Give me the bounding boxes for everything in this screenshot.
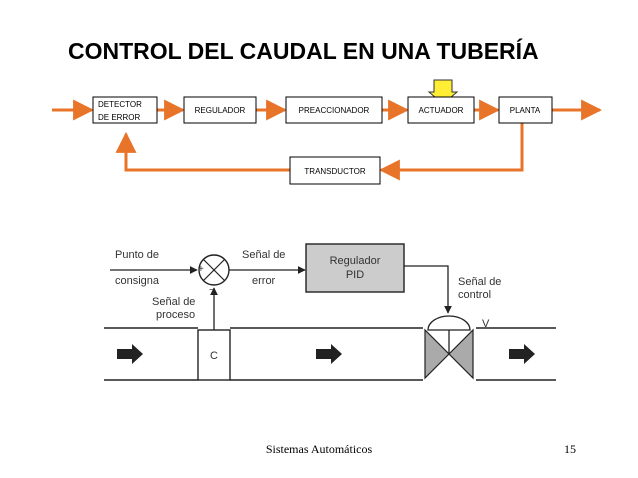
- valve-body-left: [424, 328, 450, 380]
- control-label-2: control: [458, 289, 491, 301]
- block-detector-label-1: DETECTOR: [98, 100, 142, 109]
- flow-arrows: [117, 344, 535, 364]
- valve-label: V: [482, 318, 490, 330]
- block-preaccionador: PREACCIONADOR: [285, 96, 383, 124]
- feedback-path: [115, 122, 524, 181]
- setpoint-label-1: Punto de: [115, 249, 159, 261]
- block-detector-label-2: DE ERROR: [98, 113, 140, 122]
- block-actuador-label: ACTUADOR: [419, 106, 464, 115]
- pid-regulator-block: Regulador PID: [305, 243, 405, 293]
- pid-diagram: C + − Regulador PID V: [104, 243, 556, 381]
- block-transductor: TRANSDUCTOR: [289, 156, 381, 185]
- sensor-c: C: [197, 329, 231, 381]
- sum-plus-sign: +: [198, 264, 204, 275]
- block-detector-de-error: DETECTOR DE ERROR: [92, 96, 158, 124]
- flow-arrow-1: [117, 344, 143, 364]
- footer-page-number: 15: [564, 442, 576, 456]
- valve-body-right: [448, 328, 474, 380]
- pid-label-line-1: Regulador: [330, 255, 381, 267]
- arrow-planta-transductor: [378, 122, 524, 181]
- block-planta-label: PLANTA: [510, 106, 541, 115]
- flow-arrow-2: [316, 344, 342, 364]
- error-label-2: error: [252, 275, 276, 287]
- valve-actuator-dome: [427, 315, 471, 331]
- block-diagram: DETECTOR DE ERROR REGULADOR PREACCIONADO…: [52, 79, 603, 185]
- process-label-2: proceso: [156, 309, 195, 321]
- block-regulador-label: REGULADOR: [195, 106, 246, 115]
- flow-arrow-3: [509, 344, 535, 364]
- block-actuador: ACTUADOR: [407, 96, 475, 124]
- pipe: [104, 327, 556, 381]
- block-transductor-label: TRANSDUCTOR: [304, 167, 365, 176]
- block-regulador: REGULADOR: [183, 96, 257, 124]
- arrow-control-signal: [404, 265, 452, 314]
- block-preaccionador-label: PREACCIONADOR: [299, 106, 370, 115]
- error-label-1: Señal de: [242, 249, 285, 261]
- arrow-transductor-detector: [115, 131, 291, 172]
- page-title: CONTROL DEL CAUDAL EN UNA TUBERÍA: [68, 38, 539, 64]
- pid-label-line-2: PID: [346, 269, 364, 281]
- process-label-1: Señal de: [152, 296, 195, 308]
- footer-course-name: Sistemas Automáticos: [265, 442, 373, 456]
- control-label-1: Señal de: [458, 276, 501, 288]
- sensor-c-label: C: [210, 350, 218, 362]
- control-valve: V: [424, 315, 490, 380]
- setpoint-label-2: consigna: [115, 275, 160, 287]
- block-planta: PLANTA: [498, 96, 553, 124]
